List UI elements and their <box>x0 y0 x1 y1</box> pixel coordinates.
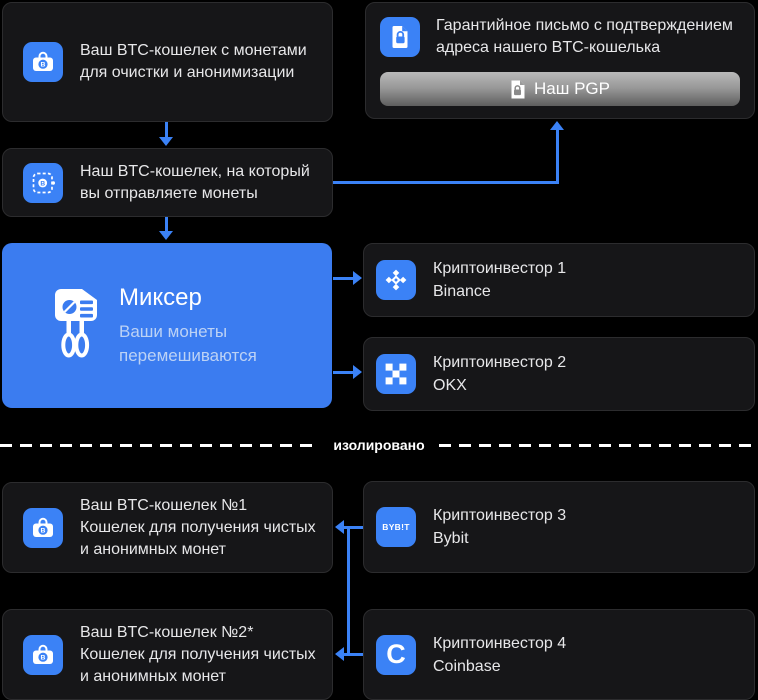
coinbase-logo-letter: C <box>386 639 406 669</box>
svg-text:B: B <box>41 62 46 69</box>
investor2-name: OKX <box>433 377 467 394</box>
node-investor-binance: Криптоинвестор 1 Binance <box>363 243 755 317</box>
divider-label: изолировано <box>333 437 425 453</box>
btc-wallet-bag-icon: B <box>23 507 63 548</box>
clean-wallet-2-label: Ваш BTC-кошелек №2* Кошелек для получени… <box>80 623 316 685</box>
bybit-logo-icon: BYB!T <box>376 507 416 547</box>
node-guarantee-letter: Гарантийное письмо с подтверждением адре… <box>365 2 755 119</box>
node-clean-wallet-1: B Ваш BTC-кошелек №1 Кошелек для получен… <box>2 482 333 573</box>
coinbase-logo-icon: C <box>376 634 416 675</box>
bybit-logo-text: BYB!T <box>382 522 410 532</box>
investor3-name: Bybit <box>433 530 469 547</box>
mixer-subtitle: Ваши монеты перемешиваются <box>119 322 257 365</box>
our-pgp-button[interactable]: Наш PGP <box>380 72 740 106</box>
svg-text:B: B <box>41 654 46 661</box>
node-investor-okx: Криптоинвестор 2 OKX <box>363 337 755 411</box>
divider-dash-right <box>438 443 758 447</box>
mixer-title: Миксер <box>119 284 202 311</box>
source-wallet-label: Ваш BTC-кошелек с монетами для очистки и… <box>80 42 307 81</box>
our-wallet-label: Наш BTC-кошелек, на который вы отправляе… <box>80 162 310 202</box>
investor4-name: Coinbase <box>433 657 501 675</box>
btc-wallet-bag-icon: B <box>23 42 63 82</box>
pgp-button-label: Наш PGP <box>534 79 610 98</box>
isolation-divider: изолировано <box>0 436 758 454</box>
btc-safe-icon: B <box>23 162 63 203</box>
node-our-wallet: B Наш BTC-кошелек, на который вы отправл… <box>2 148 333 217</box>
investor4-title: Криптоинвестор 4 <box>433 634 567 652</box>
investor1-title: Криптоинвестор 1 <box>433 260 567 277</box>
document-lock-icon <box>380 17 420 57</box>
okx-logo-icon <box>376 354 416 394</box>
node-investor-bybit: BYB!T Криптоинвестор 3 Bybit <box>363 481 755 573</box>
node-clean-wallet-2: B Ваш BTC-кошелек №2* Кошелек для получе… <box>2 609 333 700</box>
divider-dash-left <box>0 443 320 447</box>
svg-text:B: B <box>41 527 46 534</box>
investor1-name: Binance <box>433 283 491 300</box>
svg-text:B: B <box>40 180 45 187</box>
btc-wallet-bag-icon: B <box>23 634 63 675</box>
mixer-icon <box>53 287 99 364</box>
node-mixer: Миксер Ваши монеты перемешиваются <box>2 243 332 408</box>
pgp-doc-lock-icon <box>510 80 525 99</box>
node-source-wallet: B Ваш BTC-кошелек с монетами для очистки… <box>2 2 333 122</box>
node-investor-coinbase: C Криптоинвестор 4 Coinbase <box>363 609 755 700</box>
investor3-title: Криптоинвестор 3 <box>433 507 567 524</box>
clean-wallet-1-label: Ваш BTC-кошелек №1 Кошелек для получения… <box>80 496 316 558</box>
investor2-title: Криптоинвестор 2 <box>433 354 567 371</box>
guarantee-label: Гарантийное письмо с подтверждением адре… <box>436 17 733 56</box>
binance-logo-icon <box>376 260 416 300</box>
